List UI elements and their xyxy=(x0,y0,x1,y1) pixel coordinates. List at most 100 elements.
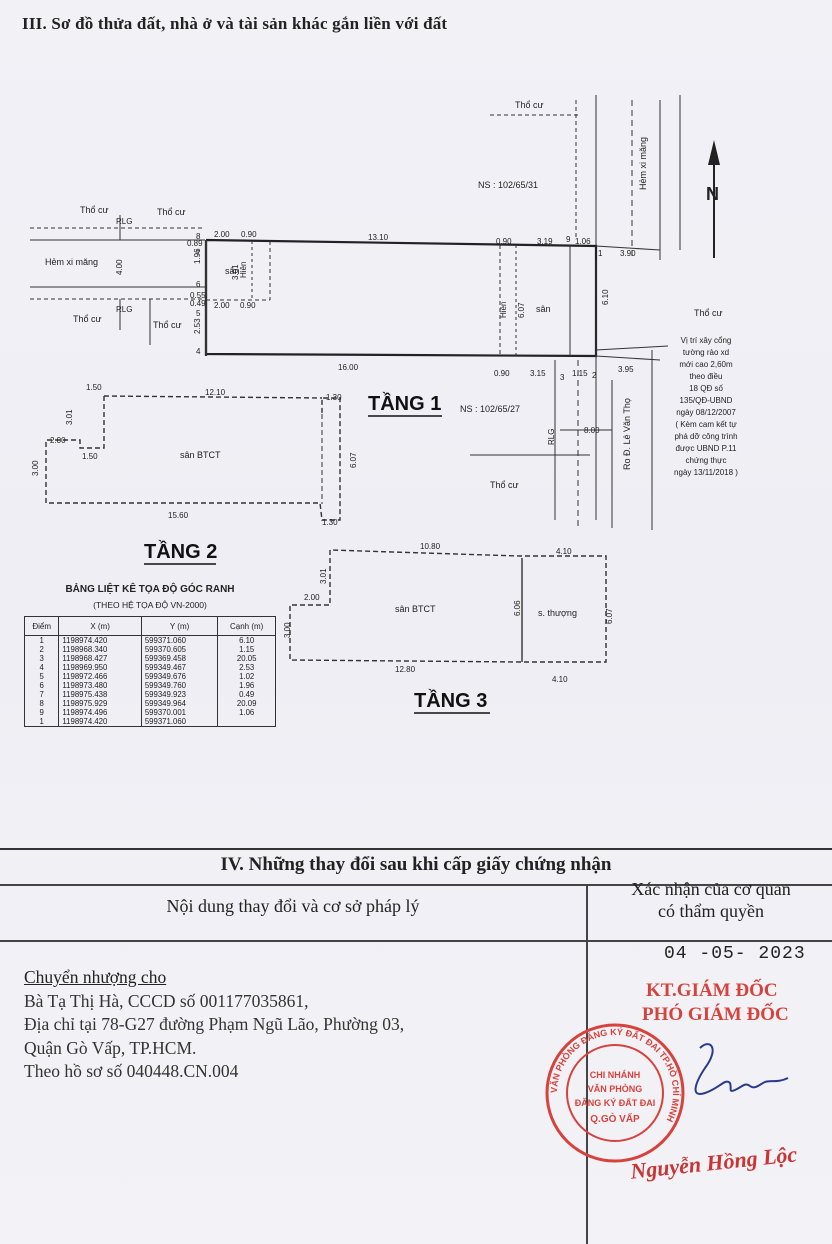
table-cell: 1198974.420 xyxy=(58,717,142,727)
dimension-label: 0.89 xyxy=(187,239,203,248)
table-cell: 5 xyxy=(23,672,60,681)
table-cell: 599370.605 xyxy=(140,645,219,654)
floor-3-title: TẦNG 3 xyxy=(414,689,487,712)
dimension-label: 0.90 xyxy=(240,301,256,310)
floor2-outline xyxy=(45,396,341,521)
dimension-label: 6.07 xyxy=(349,452,358,468)
dimension-label: 1.96 xyxy=(193,248,202,264)
table-cell: 8 xyxy=(23,699,60,708)
table-cell: 0.49 xyxy=(217,690,276,699)
north-arrow-icon: N xyxy=(706,140,720,258)
dimension-label: Vị trí xây cổng xyxy=(681,336,732,345)
dimension-label: 12.80 xyxy=(395,665,416,674)
label-s-thuong: s. thượng xyxy=(538,608,577,618)
dimension-label: 3.19 xyxy=(537,237,553,246)
entry-line: Bà Tạ Thị Hà, CCCD số 001177035861, xyxy=(24,990,309,1011)
stamp-line: VĂN PHÒNG xyxy=(588,1083,643,1094)
table-cell: 1198975.929 xyxy=(58,699,142,708)
stamp-line: ĐĂNG KÝ ĐẤT ĐAI xyxy=(575,1097,656,1108)
label-hem-xi-mang: Hẻm xi măng xyxy=(45,257,98,267)
dimension-label: 135/QĐ-UBND xyxy=(680,396,733,405)
dimension-label: được UBND P.11 xyxy=(676,444,738,453)
label-san-btct: sân BTCT xyxy=(395,604,436,614)
entry-heading: Chuyển nhượng cho xyxy=(24,967,167,987)
label-ns-bottom: NS : 102/65/27 xyxy=(460,404,520,414)
col-header: X (m) xyxy=(58,616,142,636)
label-tho-cu: Thổ cư xyxy=(490,480,519,490)
table-cell: 1198968.340 xyxy=(58,645,142,654)
dimension-label: 3.95 xyxy=(618,365,634,374)
confirmation-header-line: có thẩm quyền xyxy=(658,901,764,921)
dimension-label: 1.30 xyxy=(326,393,342,402)
label-tho-cu: Thổ cư xyxy=(80,205,109,215)
coord-table-title: BẢNG LIỆT KÊ TỌA ĐỘ GÓC RANH xyxy=(65,584,235,595)
table-cell: 1 xyxy=(23,635,60,645)
label-hien: Hiên xyxy=(499,302,508,318)
dimension-label: 18 QĐ số xyxy=(689,384,723,393)
dimension-label: 10.80 xyxy=(420,542,441,551)
table-cell: 20.05 xyxy=(217,654,276,663)
table-cell: 1198974.496 xyxy=(58,708,142,717)
coord-table-subtitle: (THEO HỆ TỌA ĐỘ VN-2000) xyxy=(93,600,207,610)
dimension-label: 6.06 xyxy=(513,600,522,616)
dimension-label: 3.15 xyxy=(530,369,546,378)
dimension-label: ngày 08/12/2007 xyxy=(676,408,736,417)
table-cell: 2 xyxy=(23,645,60,654)
dimension-label: 1 xyxy=(598,249,603,258)
dimension-label: 6 xyxy=(196,280,201,289)
dimension-label: mới cao 2,60m xyxy=(679,360,733,369)
changes-column-header: Nội dung thay đổi và cơ sở pháp lý xyxy=(166,896,420,916)
dimension-label: 0.55 xyxy=(190,291,206,300)
table-cell: 3 xyxy=(23,654,60,663)
table-cell: 599349.676 xyxy=(140,672,219,681)
table-cell: 599369.458 xyxy=(140,654,219,663)
label-rlg: RLG xyxy=(116,217,132,226)
table-cell: 6.10 xyxy=(217,635,276,645)
divider xyxy=(0,848,832,850)
floor-2-title: TẦNG 2 xyxy=(144,540,217,563)
table-cell: 1198974.420 xyxy=(58,635,142,645)
label-rlg: RLG xyxy=(547,429,556,445)
table-cell: 1198968.427 xyxy=(58,654,142,663)
dimension-label: 9 xyxy=(566,235,571,244)
entry-line: Quận Gò Vấp, TP.HCM. xyxy=(24,1037,197,1058)
confirmation-header-line: Xác nhận của cơ quan xyxy=(631,879,791,899)
confirmation-column-header: Xác nhận của cơ quan có thẩm quyền xyxy=(590,878,832,922)
dimension-label: 2.00 xyxy=(214,301,230,310)
dimension-label: N xyxy=(706,184,719,204)
dimension-label: 16.00 xyxy=(338,363,359,372)
dimension-label: 1.50 xyxy=(82,452,98,461)
deputy-director-title: KT.GIÁM ĐỐC xyxy=(646,980,778,1001)
dimension-label: 15.60 xyxy=(168,511,189,520)
dimension-label: 3 xyxy=(560,373,565,382)
dimension-label: 0.49 xyxy=(190,299,206,308)
col-header: Điểm xyxy=(23,616,60,636)
dimension-label: 0.90 xyxy=(494,369,510,378)
table-cell: 599370.001 xyxy=(140,708,219,717)
table-cell: 7 xyxy=(23,690,60,699)
divider xyxy=(0,940,832,942)
dimension-label: 4.00 xyxy=(115,259,124,275)
dimension-label: phá dỡ công trình xyxy=(674,432,737,441)
dimension-label: ( Kèm cam kết tự xyxy=(675,420,737,429)
dimension-label: 2.00 xyxy=(50,436,66,445)
label-hem-xi-mang-vertical: Hẻm xi măng xyxy=(638,137,648,190)
construction-note: Vị trí xây cổng tường rào xd mới cao 2,6… xyxy=(674,336,738,477)
dimension-label: 4.10 xyxy=(556,547,572,556)
dimension-label: 1.15 xyxy=(572,369,588,378)
table-cell: 6 xyxy=(23,681,60,690)
dimension-label: 2.53 xyxy=(193,318,202,334)
dimension-label: theo điều xyxy=(690,372,723,381)
dimension-label: 3.00 xyxy=(283,622,292,638)
dimension-label: 3.90 xyxy=(620,249,636,258)
table-cell: 9 xyxy=(23,708,60,717)
table-cell: 599371.060 xyxy=(140,717,219,727)
dimension-label: 5 xyxy=(196,309,201,318)
dimension-label: 4.10 xyxy=(552,675,568,684)
dimension-label: 0.90 xyxy=(496,237,512,246)
